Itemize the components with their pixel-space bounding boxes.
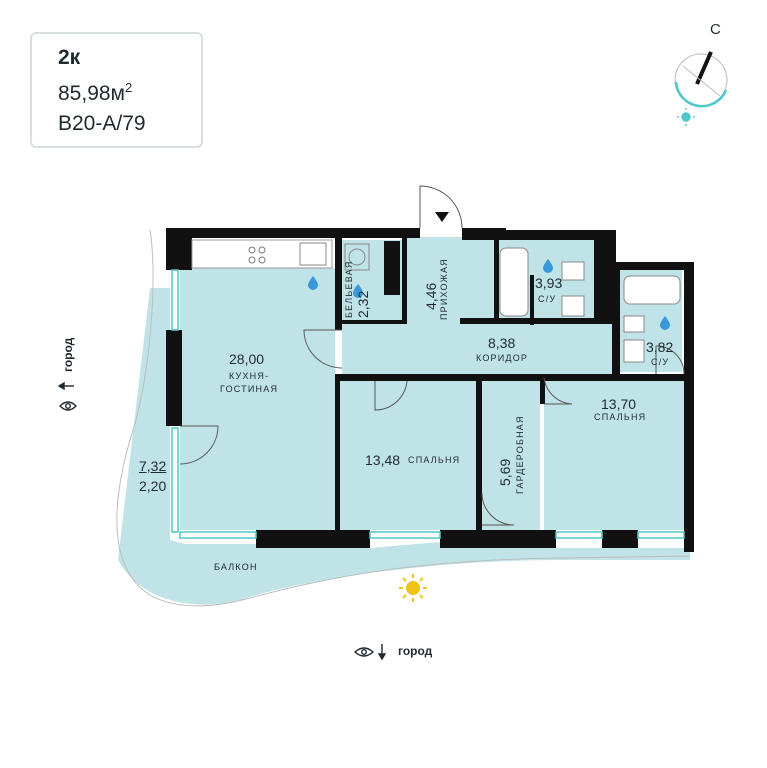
balcony-outline (116, 229, 691, 607)
sink-1 (561, 295, 585, 317)
hall-fill (405, 237, 495, 325)
hall-name: ПРИХОЖАЯ (439, 258, 449, 320)
hall-area: 4,46 (423, 282, 439, 310)
balcony-name: БАЛКОН (214, 562, 258, 572)
doors (179, 185, 685, 526)
corridor-name: КОРИДОР (476, 353, 529, 363)
area-unit-sup: 2 (125, 80, 133, 95)
eye-icon (59, 401, 375, 657)
bedroom1-fill (338, 380, 476, 530)
laundry-area: 2,32 (355, 290, 371, 318)
bedroom2-name: СПАЛЬНЯ (594, 412, 647, 422)
bathtub-2 (623, 275, 681, 305)
kitchen-sink (299, 242, 327, 266)
wardrobe-area: 5,69 (497, 458, 513, 486)
corridor-area: 8,38 (488, 335, 516, 351)
view-left-label: город (61, 337, 75, 372)
toilet-1 (561, 261, 585, 281)
kitchen-name-1: КУХНЯ- (229, 371, 270, 381)
corridor-fill (342, 324, 612, 374)
apartment-area: 85,98м2 (58, 80, 132, 106)
bedroom2-area: 13,70 (601, 396, 637, 412)
sun-icon (399, 574, 427, 602)
laundry-name: БЕЛЬЕВАЯ (344, 260, 354, 318)
kitchen-counter (191, 239, 333, 269)
entrance-arrow-icon (435, 212, 449, 222)
washing-machine (344, 243, 370, 271)
bath2-area: 3,82 (646, 339, 674, 355)
compass-sun-icon (677, 108, 695, 126)
wardrobe-name: ГАРДЕРОБНАЯ (515, 415, 525, 494)
water-drop-icon (308, 259, 670, 330)
compass-north-letter: С (710, 21, 721, 38)
lot-number: В20-А/79 (58, 112, 146, 135)
balcony-area-total: 7,32 (139, 458, 167, 474)
windows (171, 269, 685, 539)
stove (248, 246, 266, 264)
compass-icon (674, 51, 728, 108)
view-bottom-label: город (398, 644, 433, 658)
kitchen-fill (180, 268, 335, 530)
room-count: 2к (58, 46, 81, 69)
bath2-name: С/У (651, 357, 670, 367)
bath1-area: 3,93 (535, 275, 563, 291)
arrow-down-icon (377, 644, 387, 661)
area-value: 85,98м (58, 82, 125, 105)
kitchen-area: 28,00 (229, 351, 265, 367)
walls (166, 228, 694, 552)
bath1-name: С/У (538, 294, 557, 304)
apartment-info-card: 2к 85,98м2 В20-А/79 (30, 32, 203, 148)
kitchen-name-2: ГОСТИНАЯ (220, 384, 279, 394)
arrow-up-icon (57, 381, 74, 391)
wardrobe-fill (480, 380, 540, 530)
sink-2 (623, 339, 645, 363)
bedroom1-name: СПАЛЬНЯ (408, 455, 461, 465)
balcony-area (118, 288, 690, 605)
balcony-area-reduced: 2,20 (139, 478, 167, 494)
bedroom1-area: 13,48 (365, 452, 401, 468)
bathtub-1 (499, 247, 529, 317)
toilet-2 (623, 315, 645, 333)
